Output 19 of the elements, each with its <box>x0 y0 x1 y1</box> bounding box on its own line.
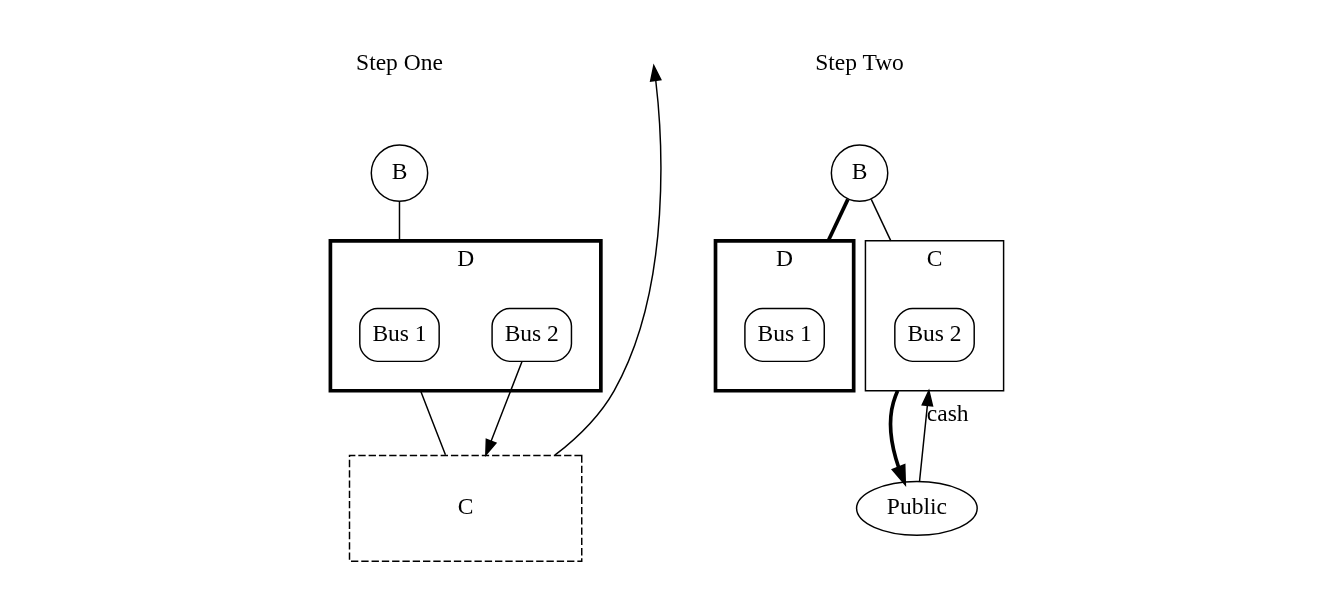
node-box: Bus 1 <box>358 307 440 363</box>
edge-label: cash <box>926 400 969 427</box>
node-ellipse: Public <box>855 480 978 536</box>
arrow <box>484 360 523 457</box>
node-box: C <box>348 454 582 562</box>
connector <box>826 198 849 242</box>
node-box: Bus 1 <box>743 307 825 363</box>
label: Step Two <box>814 48 904 75</box>
connector <box>419 390 446 456</box>
arrow <box>553 63 662 456</box>
node-box: Bus 2 <box>893 307 975 363</box>
connector <box>398 200 400 242</box>
label: Step One <box>355 48 443 75</box>
arrow <box>918 388 933 482</box>
node-circle: B <box>830 144 888 202</box>
connector <box>870 198 892 242</box>
arrow <box>888 390 906 487</box>
node-circle: B <box>370 144 428 202</box>
node-box: Bus 2 <box>490 307 572 363</box>
